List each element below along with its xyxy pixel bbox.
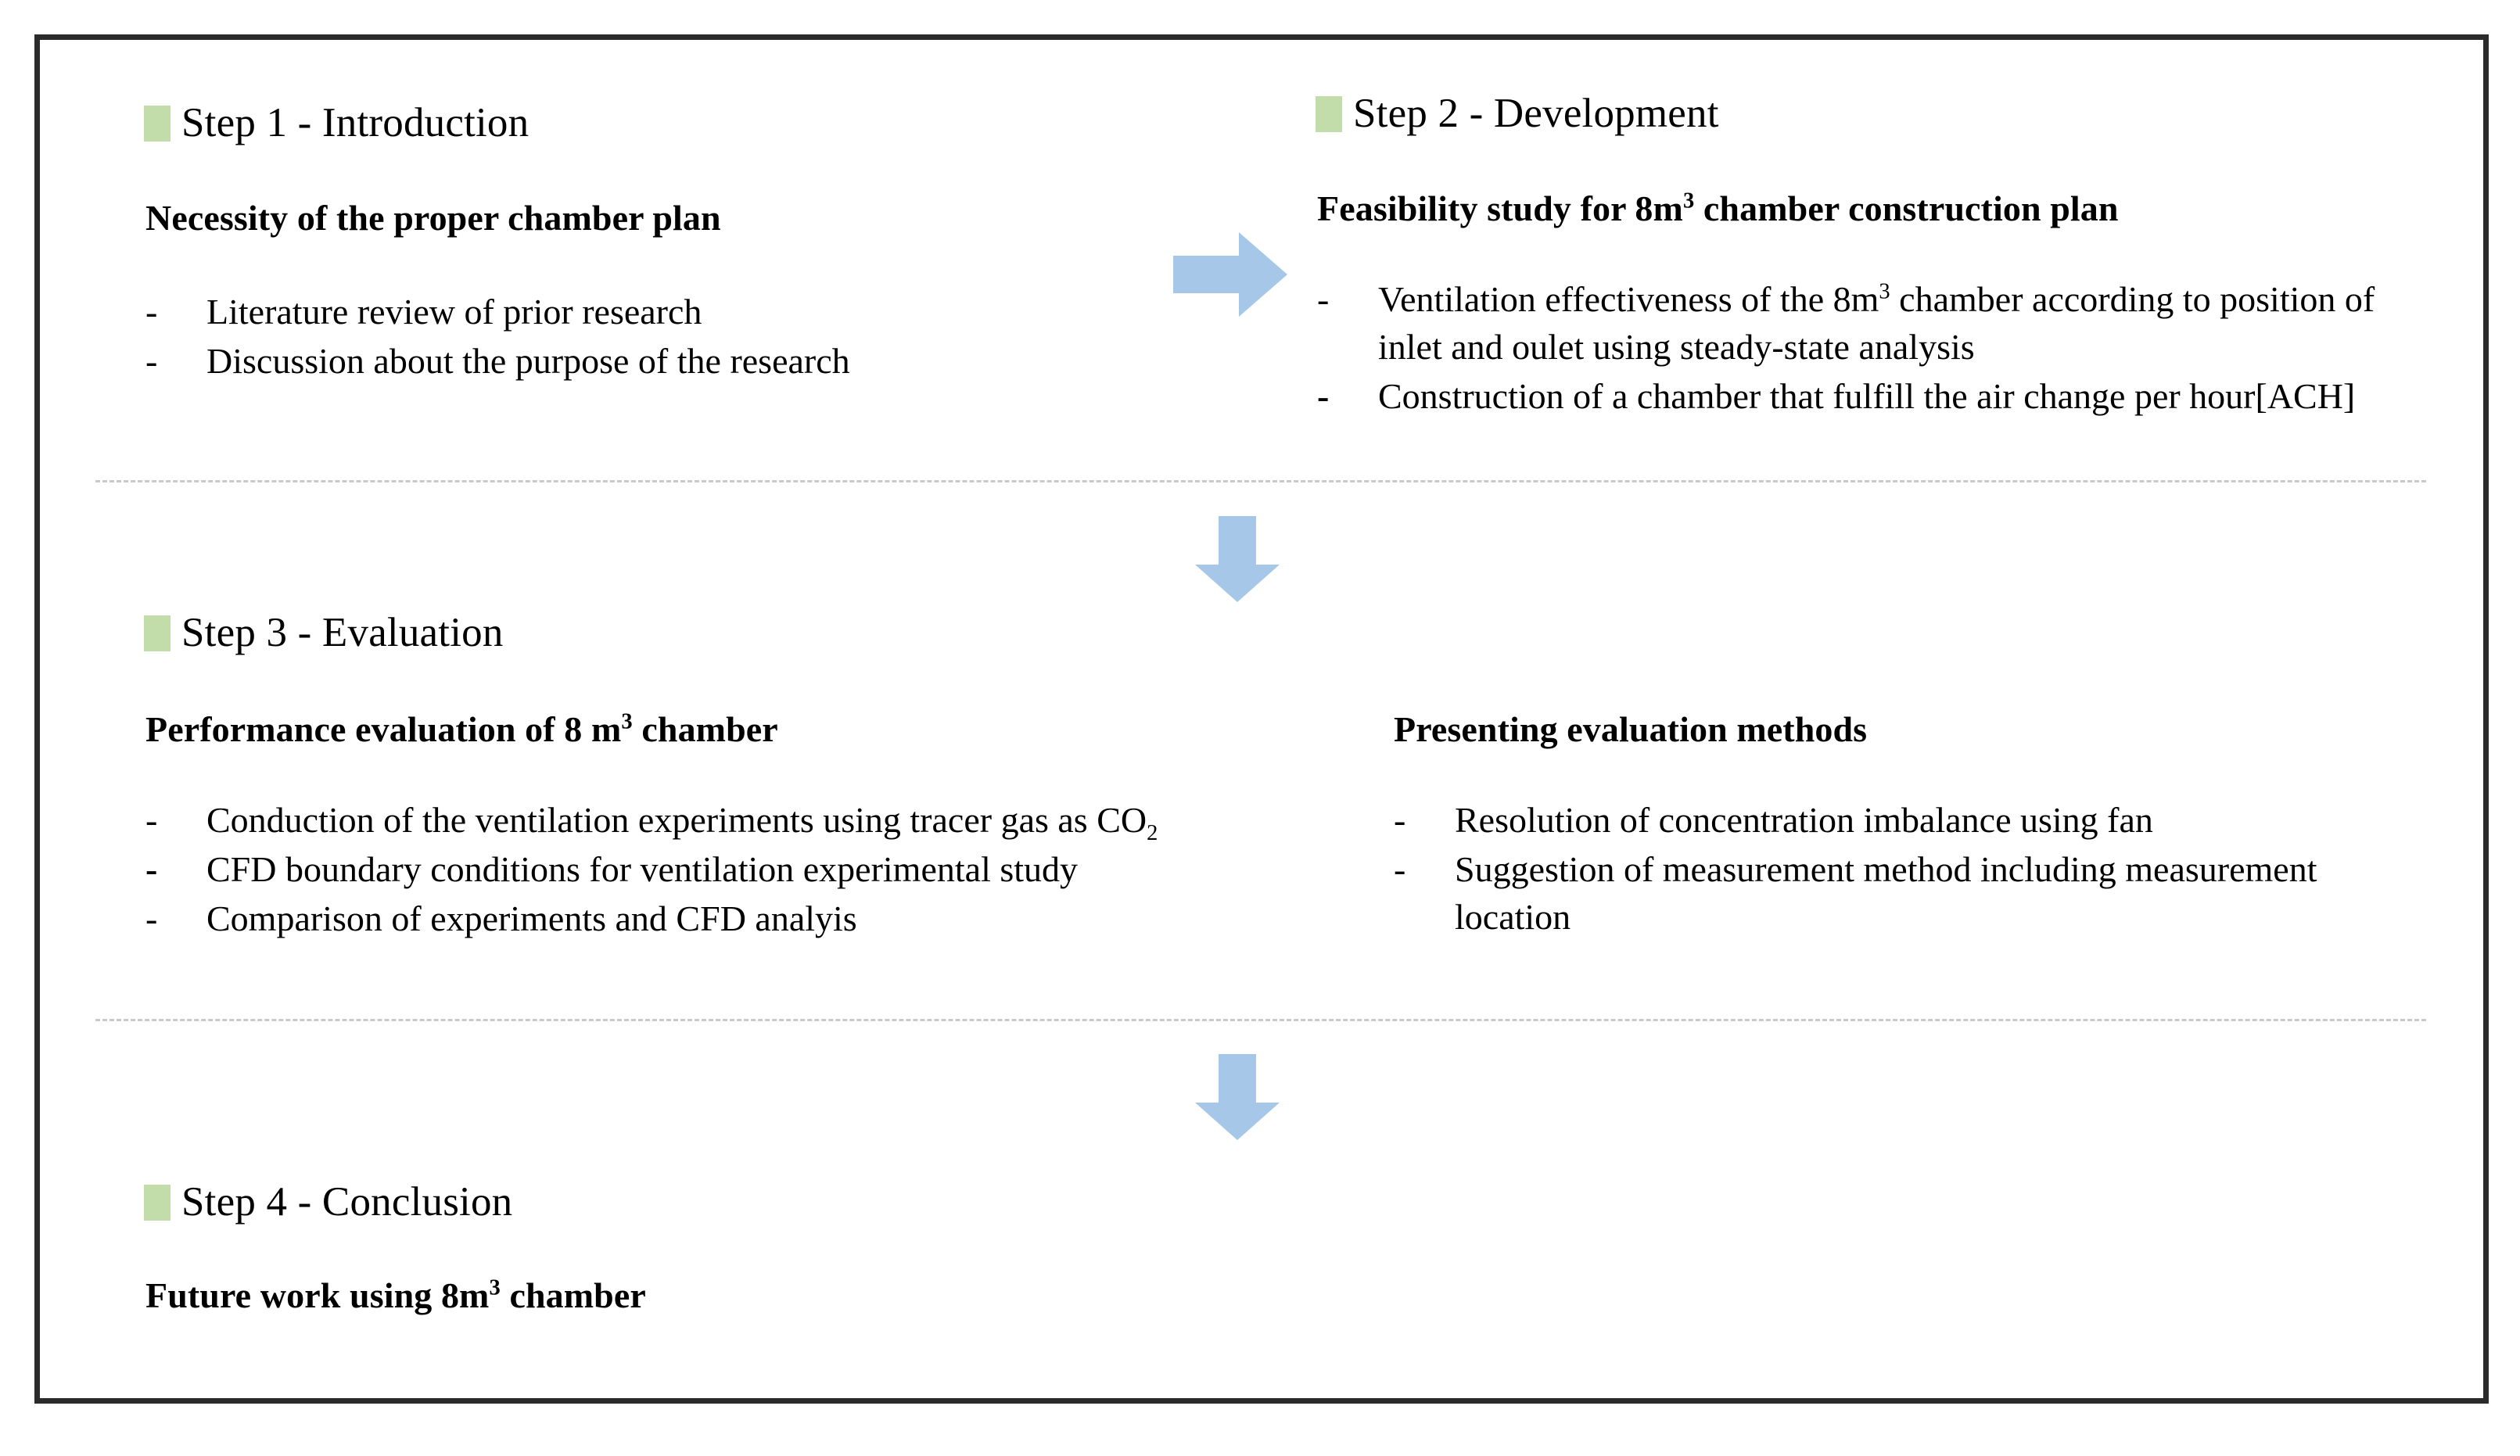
step-1-label: Step 1 - Introduction — [181, 100, 529, 145]
step-4-subtitle: Future work using 8m3 chamber — [145, 1275, 646, 1315]
step-3-left-bullet-list: - Conduction of the ventilation experime… — [145, 796, 1194, 945]
bullet-text: Ventilation effectiveness of the 8m3 cha… — [1378, 279, 2375, 368]
step-2-label: Step 2 - Development — [1353, 91, 1719, 136]
section-divider-2 — [95, 1019, 2426, 1021]
bullet-text: Conduction of the ventilation experiment… — [206, 800, 1158, 846]
bullet-marker: - — [1394, 800, 1406, 840]
step-1-bullet-2: - Discussion about the purpose of the re… — [145, 337, 1131, 385]
bullet-marker: - — [145, 341, 158, 382]
step-3-green-chip — [144, 615, 171, 651]
step-3-right-bullet-2: - Suggestion of measurement method inclu… — [1394, 845, 2426, 941]
arrow-step1-to-step2-icon — [1173, 232, 1287, 317]
step-2-bullet-2: - Construction of a chamber that fulfill… — [1317, 372, 2428, 420]
step-2-heading: Step 2 - Development — [1316, 91, 1719, 136]
bullet-marker: - — [145, 292, 158, 332]
step-3-right-bullet-1: - Resolution of concentration imbalance … — [1394, 796, 2426, 844]
bullet-marker: - — [1394, 849, 1406, 890]
bullet-text: Suggestion of measurement method includi… — [1455, 849, 2317, 938]
step-4-green-chip — [144, 1184, 171, 1221]
bullet-marker: - — [145, 898, 158, 939]
step-1-bullet-list: - Literature review of prior research - … — [145, 288, 1131, 386]
step-2-green-chip — [1316, 95, 1342, 132]
step-4-label: Step 4 - Conclusion — [181, 1179, 513, 1225]
arrow-step3-to-step4-icon — [1195, 1054, 1280, 1140]
step-3-left-bullet-2: - CFD boundary conditions for ventilatio… — [145, 845, 1194, 893]
bullet-text: Literature review of prior research — [206, 292, 702, 332]
step-1-heading: Step 1 - Introduction — [144, 100, 529, 145]
bullet-marker: - — [145, 800, 158, 840]
step-3-left-bullet-1: - Conduction of the ventilation experime… — [145, 796, 1194, 846]
step-2-subtitle: Feasibility study for 8m3 chamber constr… — [1317, 188, 2119, 228]
step-3-right-bullet-list: - Resolution of concentration imbalance … — [1394, 796, 2426, 943]
arrow-step2-to-step3-icon — [1195, 516, 1280, 602]
bullet-marker: - — [1317, 279, 1330, 319]
section-divider-1 — [95, 480, 2426, 482]
bullet-text: Comparison of experiments and CFD analyi… — [206, 898, 857, 939]
step-3-right-subtitle: Presenting evaluation methods — [1394, 709, 1868, 749]
step-4-heading: Step 4 - Conclusion — [144, 1179, 513, 1225]
step-1-green-chip — [144, 105, 171, 142]
step-2-bullet-list: - Ventilation effectiveness of the 8m3 c… — [1317, 275, 2428, 422]
step-3-left-bullet-3: - Comparison of experiments and CFD anal… — [145, 895, 1194, 942]
step-1-bullet-1: - Literature review of prior research — [145, 288, 1131, 335]
bullet-text: Discussion about the purpose of the rese… — [206, 341, 850, 382]
step-3-heading: Step 3 - Evaluation — [144, 611, 504, 655]
step-3-label: Step 3 - Evaluation — [181, 610, 504, 655]
step-2-bullet-1: - Ventilation effectiveness of the 8m3 c… — [1317, 275, 2428, 371]
step-3-left-subtitle: Performance evaluation of 8 m3 chamber — [145, 709, 778, 749]
step-1-subtitle: Necessity of the proper chamber plan — [145, 198, 721, 238]
bullet-text: Resolution of concentration imbalance us… — [1455, 800, 2153, 840]
bullet-marker: - — [145, 849, 158, 890]
bullet-marker: - — [1317, 376, 1330, 417]
bullet-text: Construction of a chamber that fulfill t… — [1378, 376, 2356, 417]
bullet-text: CFD boundary conditions for ventilation … — [206, 849, 1079, 890]
